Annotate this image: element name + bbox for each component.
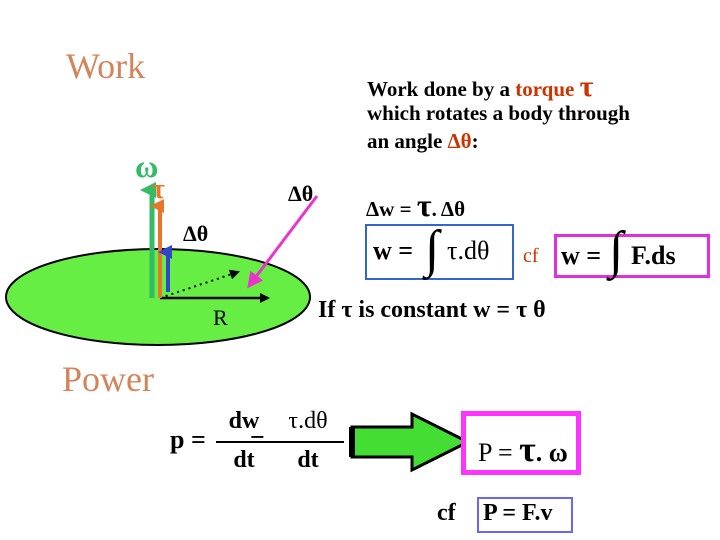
delta-work-rest: . Δθ [431,197,466,221]
work-heading: Work [66,46,146,86]
work-integral-box: w = ∫ τ.dθ [365,221,514,280]
intro-line-3-text: an angle [367,129,448,153]
torque-word: torque [515,77,575,101]
power-denominator-2: dt [297,447,319,473]
power-lhs: p = [170,425,206,454]
power-equals-2: = [250,425,265,454]
delta-theta-symbol: Δθ [447,129,472,153]
force-integral-rhs: F.ds [631,241,676,270]
force-integral-lhs: w = [561,241,602,270]
integral-sign-2: ∫ [609,222,624,279]
fraction-bar-1 [216,441,272,443]
fraction-bar-2 [272,441,344,443]
intro-line-1-text: Work done by a [367,77,516,101]
force-power-formula: P = F.v [483,500,553,526]
power-denominator-1: dt [233,447,255,473]
force-power-box: P = F.v [477,497,573,533]
delta-theta-top-label: Δθ [288,181,314,206]
intro-line-1: Work done by a torque τ [367,70,593,104]
force-arrow [247,195,319,289]
tau-label: τ [152,174,165,205]
power-result-tau: τ [519,429,536,469]
delta-work-equation: Δw = τ. Δθ [366,187,465,224]
work-integral-lhs: w = [373,236,414,265]
power-heading: Power [62,359,154,399]
intro-line-2: which rotates a body through [367,101,630,125]
work-integral-rhs: τ.dθ [447,236,490,265]
power-result-lhs: P = [478,438,520,467]
rotation-arc [159,269,240,299]
radius-label: R [213,305,228,330]
delta-work-tau: τ [416,187,432,223]
power-arrow [350,411,472,473]
cf-label-1: cf [523,245,539,267]
delta-work-lhs: Δw = [366,197,417,221]
cf-label-2: cf [437,500,456,526]
force-integral-box: w = ∫ F.ds [554,222,710,279]
constant-torque-statement: If τ is constant w = τ θ [318,297,546,323]
power-numerator-1: dw [228,408,260,434]
omega-label: ω [135,148,159,184]
power-result-box: P = τ. ω [461,411,581,475]
integral-sign: ∫ [425,221,440,278]
power-numerator-2: τ.dθ [288,408,328,434]
colon: : [471,129,479,153]
delta-theta-disk-label: Δθ [183,221,209,246]
tau-symbol: τ [579,70,594,103]
intro-line-3: an angle Δθ: [367,129,479,154]
power-result-rest: . ω [535,438,568,467]
